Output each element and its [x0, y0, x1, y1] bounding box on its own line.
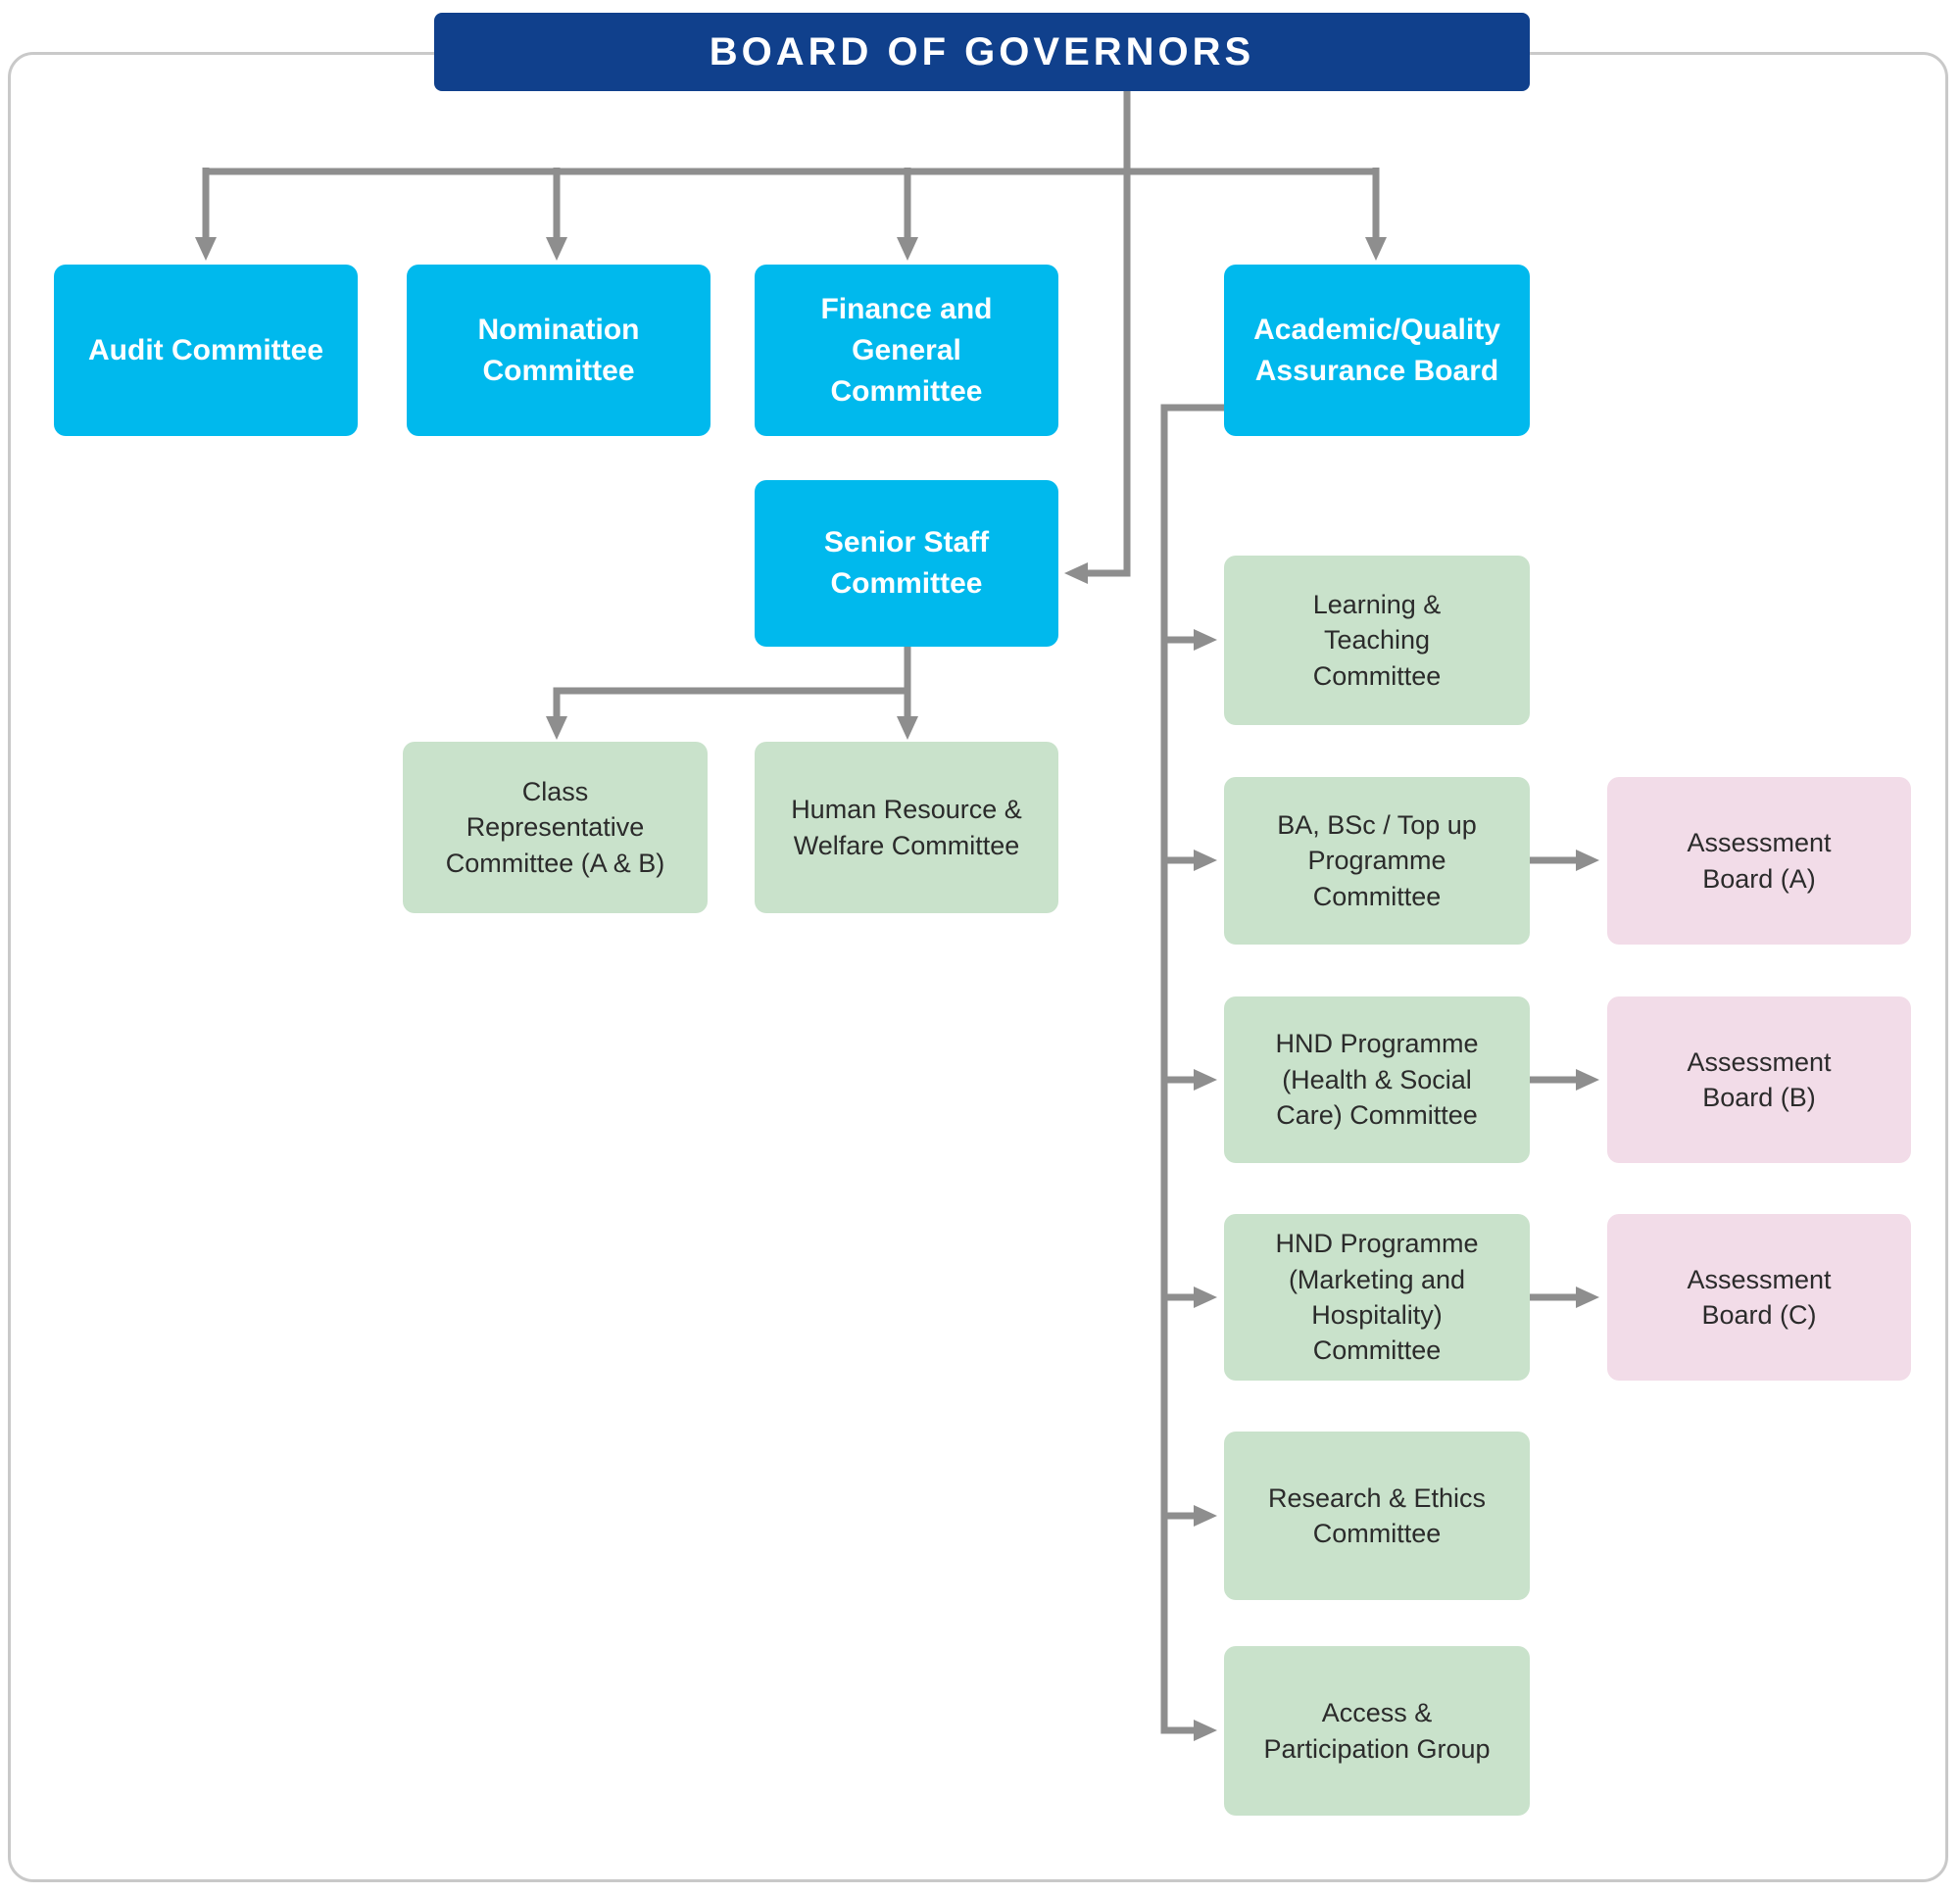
- board-of-governors-node: BOARD OF GOVERNORS: [434, 13, 1530, 91]
- finance-general-committee-node: Finance and General Committee: [755, 265, 1058, 436]
- research-ethics-committee-node: Research & Ethics Committee: [1224, 1432, 1530, 1600]
- hnd-health-social-care-committee-node: HND Programme (Health & Social Care) Com…: [1224, 996, 1530, 1163]
- learning-teaching-committee-node: Learning & Teaching Committee: [1224, 556, 1530, 725]
- class-representative-committee-node: Class Representative Committee (A & B): [403, 742, 708, 913]
- hnd-marketing-hospitality-committee-node: HND Programme (Marketing and Hospitality…: [1224, 1214, 1530, 1381]
- access-participation-group-node: Access & Participation Group: [1224, 1646, 1530, 1816]
- assessment-board-a-node: Assessment Board (A): [1607, 777, 1911, 945]
- human-resource-welfare-committee-node: Human Resource & Welfare Committee: [755, 742, 1058, 913]
- ba-bsc-top-up-programme-committee-node: BA, BSc / Top up Programme Committee: [1224, 777, 1530, 945]
- audit-committee-node: Audit Committee: [54, 265, 358, 436]
- senior-staff-committee-node: Senior Staff Committee: [755, 480, 1058, 647]
- assessment-board-c-node: Assessment Board (C): [1607, 1214, 1911, 1381]
- nomination-committee-node: Nomination Committee: [407, 265, 710, 436]
- academic-quality-assurance-board-node: Academic/Quality Assurance Board: [1224, 265, 1530, 436]
- assessment-board-b-node: Assessment Board (B): [1607, 996, 1911, 1163]
